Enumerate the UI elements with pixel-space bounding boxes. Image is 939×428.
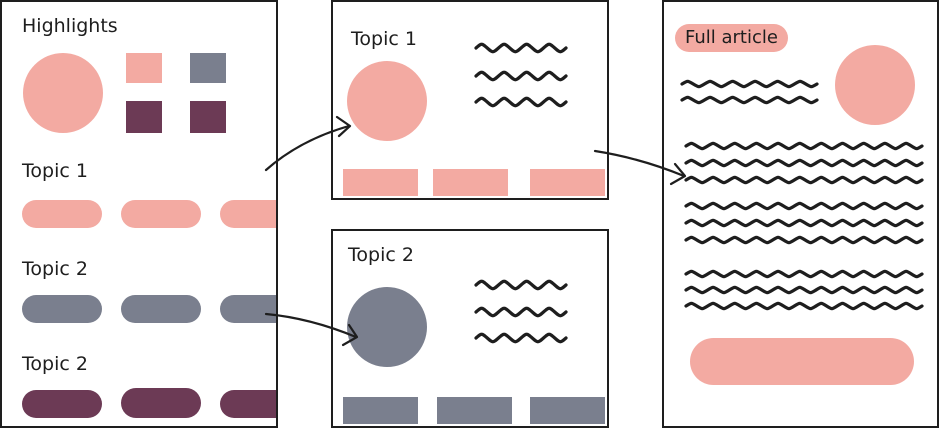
topic-1-card-link-3[interactable] <box>530 169 605 196</box>
topic-2-card-link-1[interactable] <box>343 397 418 424</box>
topic-1-card-link-1[interactable] <box>343 169 418 196</box>
section-heading-topic-2-second: Topic 2 <box>22 353 88 375</box>
squiggle-text-icon <box>814 218 924 228</box>
topic-2-card-image[interactable] <box>347 287 427 367</box>
squiggle-text-icon <box>680 95 819 105</box>
squiggle-text-icon <box>680 79 819 89</box>
arrow-icon <box>264 124 351 172</box>
section-heading-topic-2: Topic 2 <box>22 258 88 280</box>
squiggle-text-icon <box>684 285 818 295</box>
squiggle-text-icon <box>684 301 818 311</box>
arrow-icon <box>341 323 359 347</box>
squiggle-text-icon <box>814 269 924 279</box>
arrow-icon <box>669 162 687 186</box>
squiggle-text-icon <box>814 235 924 245</box>
squiggle-text-icon <box>814 301 924 311</box>
squiggle-text-icon <box>814 201 924 211</box>
highlight-tile-4[interactable] <box>190 101 226 133</box>
squiggle-text-icon <box>684 175 818 185</box>
squiggle-text-icon <box>684 269 818 279</box>
highlight-tile-1[interactable] <box>126 53 162 83</box>
squiggle-text-icon <box>684 141 818 151</box>
topic-2-item-1[interactable] <box>22 295 102 323</box>
topic-1-item-2[interactable] <box>121 200 201 228</box>
squiggle-text-icon <box>474 96 568 108</box>
squiggle-text-icon <box>684 218 818 228</box>
squiggle-text-icon <box>814 158 924 168</box>
squiggle-text-icon <box>474 279 568 291</box>
squiggle-text-icon <box>474 306 568 318</box>
topic-2-card-link-3[interactable] <box>530 397 605 424</box>
squiggle-text-icon <box>814 175 924 185</box>
topic-2-item-3[interactable] <box>220 295 276 323</box>
topic-2-card-title: Topic 2 <box>348 244 414 266</box>
arrow-icon <box>264 312 358 339</box>
squiggle-text-icon <box>814 141 924 151</box>
topic-1-card-link-2[interactable] <box>433 169 508 196</box>
arrow-icon <box>335 115 352 138</box>
squiggle-text-icon <box>474 70 568 82</box>
highlights-heading: Highlights <box>22 15 118 37</box>
topic-3-item-2[interactable] <box>121 388 201 418</box>
highlight-feature-image[interactable] <box>23 53 103 133</box>
highlight-tile-2[interactable] <box>190 53 226 83</box>
arrow-icon <box>593 149 686 178</box>
section-heading-topic-1: Topic 1 <box>22 160 88 182</box>
topic-1-card-image[interactable] <box>347 61 427 141</box>
squiggle-text-icon <box>684 235 818 245</box>
article-action-button[interactable] <box>690 338 914 385</box>
topic-3-item-3[interactable] <box>220 390 276 418</box>
squiggle-text-icon <box>814 285 924 295</box>
squiggle-text-icon <box>474 42 568 54</box>
squiggle-text-icon <box>684 201 818 211</box>
squiggle-text-icon <box>684 158 818 168</box>
highlight-tile-3[interactable] <box>126 101 162 133</box>
full-article-tag: Full article <box>675 24 788 52</box>
article-image <box>835 45 915 125</box>
squiggle-text-icon <box>474 332 568 344</box>
topic-2-item-2[interactable] <box>121 295 201 323</box>
topic-1-card-title: Topic 1 <box>351 28 417 50</box>
topic-2-card-link-2[interactable] <box>437 397 512 424</box>
topic-1-item-1[interactable] <box>22 200 102 228</box>
topic-3-item-1[interactable] <box>22 390 102 418</box>
topic-1-item-3[interactable] <box>220 200 276 228</box>
